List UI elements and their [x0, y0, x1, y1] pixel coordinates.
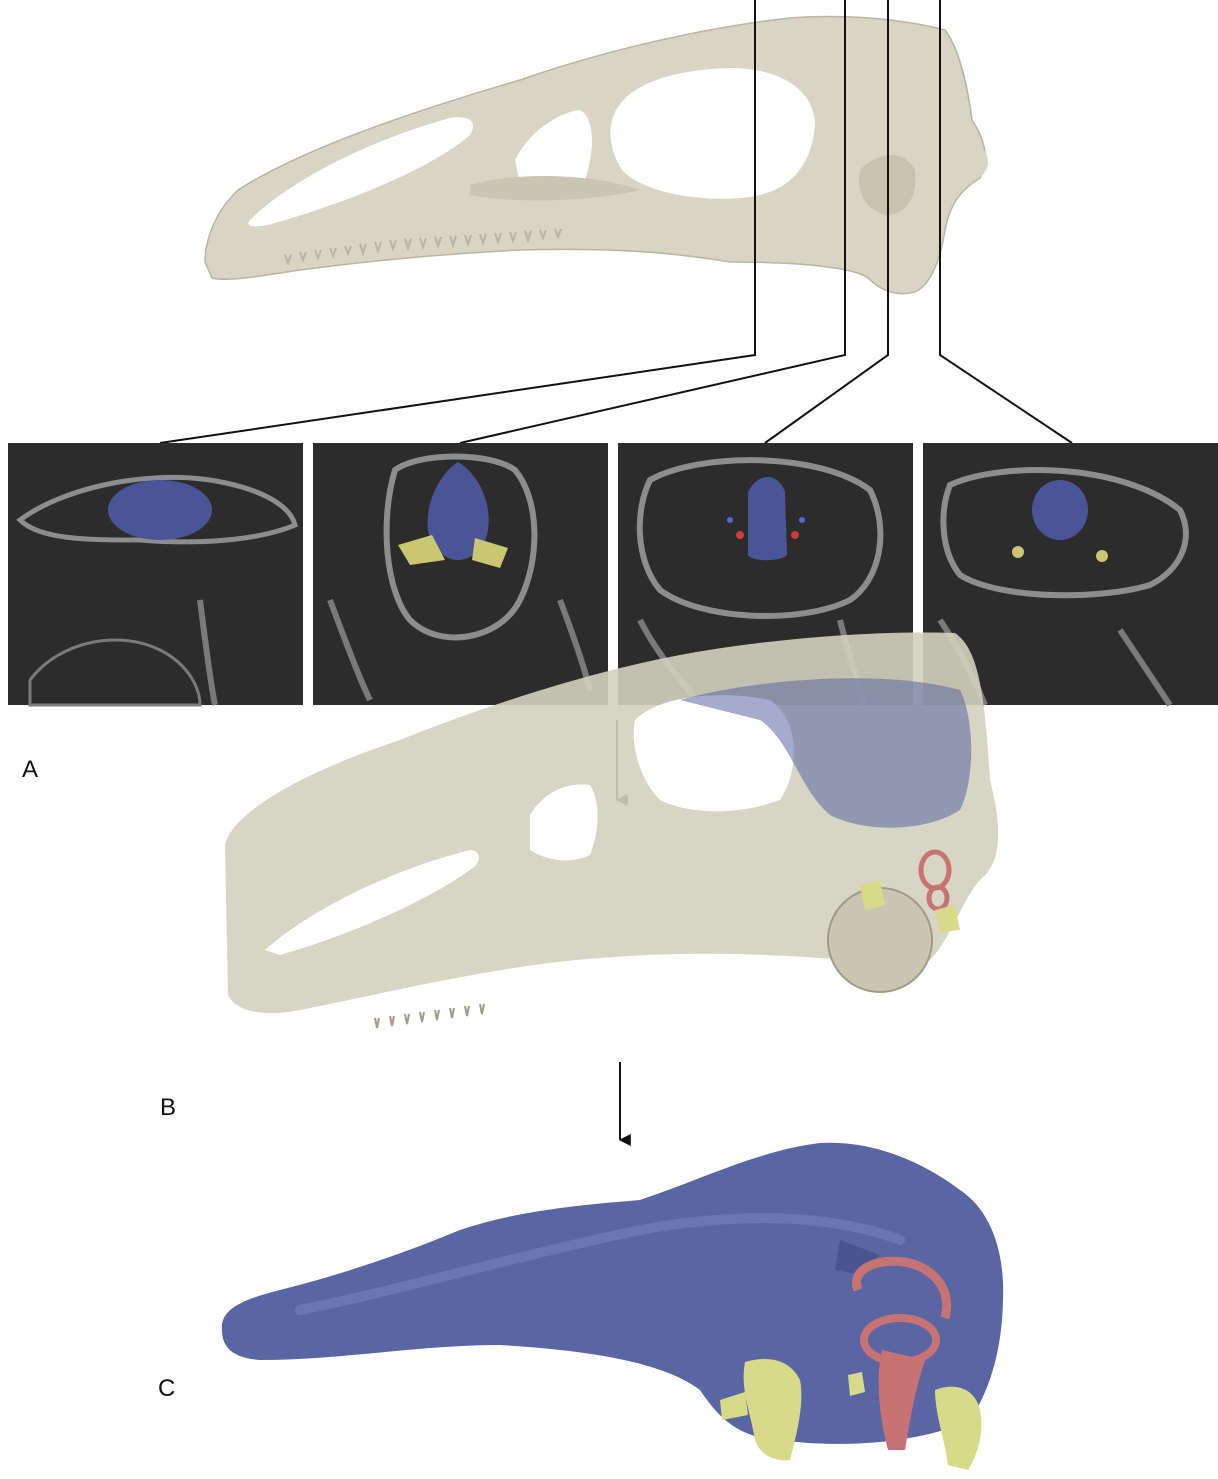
endocast-view: [222, 1143, 1003, 1470]
panel-label-b: B: [160, 1094, 176, 1122]
ct-slice-1: [8, 443, 303, 705]
skull-lateral-view: [205, 17, 988, 294]
ct-slice-2: [313, 443, 608, 705]
panel-label-a: A: [22, 756, 38, 784]
panel-label-c: C: [158, 1375, 175, 1403]
